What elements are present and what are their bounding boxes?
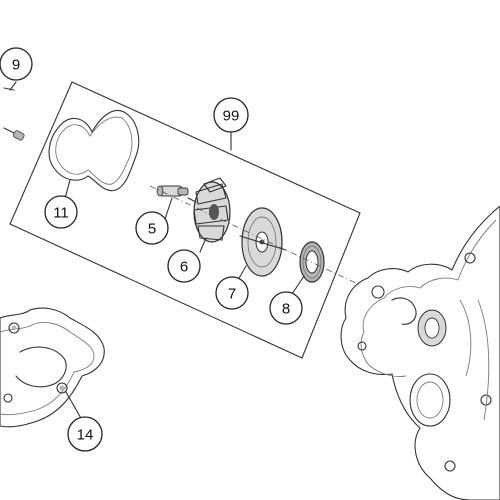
leader-line-8	[291, 275, 305, 295]
seal-disc	[239, 207, 287, 277]
leader-line-9	[9, 81, 17, 91]
shaft-part	[156, 185, 189, 197]
callout-7: 7	[215, 276, 249, 310]
impeller	[187, 177, 231, 243]
leader-line-7	[237, 265, 247, 281]
callout-99: 99	[213, 97, 249, 133]
svg-text:6: 6	[180, 259, 188, 276]
pump-cover	[0, 307, 105, 428]
svg-text:14: 14	[77, 427, 94, 444]
kit-group-frame	[9, 81, 361, 359]
svg-text:8: 8	[282, 301, 290, 318]
leader-line-14	[65, 391, 83, 421]
callout-14: 14	[67, 416, 103, 452]
svg-text:9: 9	[12, 57, 20, 74]
callout-6: 6	[167, 249, 201, 283]
svg-text:99: 99	[223, 108, 240, 125]
svg-text:11: 11	[53, 205, 69, 222]
crankcase	[340, 205, 500, 500]
callout-8: 8	[269, 291, 303, 325]
screw-part	[3, 87, 25, 141]
leader-line-6	[199, 237, 207, 253]
callout-11: 11	[44, 195, 78, 229]
svg-text:5: 5	[148, 221, 156, 238]
svg-text:7: 7	[228, 286, 236, 303]
leader-line-5	[163, 197, 173, 223]
callout-9: 9	[0, 47, 33, 81]
gasket	[48, 110, 140, 192]
callout-5: 5	[135, 211, 169, 245]
